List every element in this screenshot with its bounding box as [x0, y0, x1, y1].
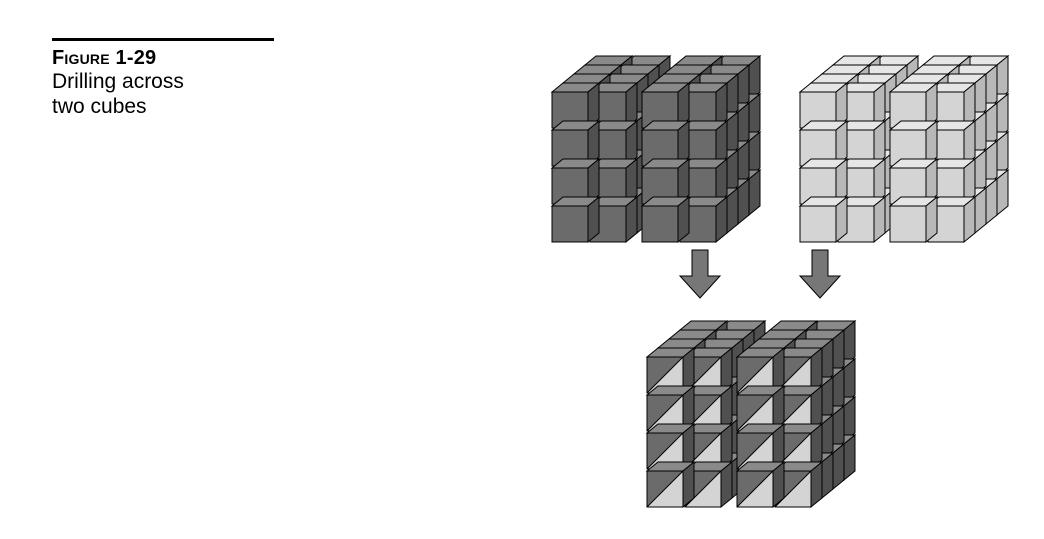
- small-cube: [645, 384, 696, 433]
- arrow-left: [678, 249, 722, 299]
- figure-caption-text: Drilling across two cubes: [52, 70, 184, 118]
- small-cube: [888, 81, 939, 130]
- figure-number: Figure 1-29: [52, 47, 157, 69]
- small-cube: [550, 195, 601, 244]
- cube-a: [550, 54, 762, 244]
- cube-combined: [645, 319, 857, 509]
- small-cube: [798, 157, 849, 206]
- down-arrow-icon: [798, 249, 842, 299]
- figure-caption: Figure 1-29 Drilling across two cubes: [52, 38, 274, 119]
- small-cube: [645, 460, 696, 509]
- small-cube: [645, 422, 696, 471]
- small-cube: [645, 346, 696, 395]
- small-cube: [735, 384, 786, 433]
- small-cube: [798, 195, 849, 244]
- small-cube: [888, 157, 939, 206]
- small-cube: [640, 195, 691, 244]
- small-cube: [640, 81, 691, 130]
- down-arrow-icon: [678, 249, 722, 299]
- small-cube: [735, 422, 786, 471]
- small-cube: [798, 119, 849, 168]
- arrow-right: [798, 249, 842, 299]
- small-cube: [735, 346, 786, 395]
- caption-rule: [52, 38, 274, 41]
- cube-b: [798, 54, 1010, 244]
- small-cube: [888, 195, 939, 244]
- small-cube: [735, 460, 786, 509]
